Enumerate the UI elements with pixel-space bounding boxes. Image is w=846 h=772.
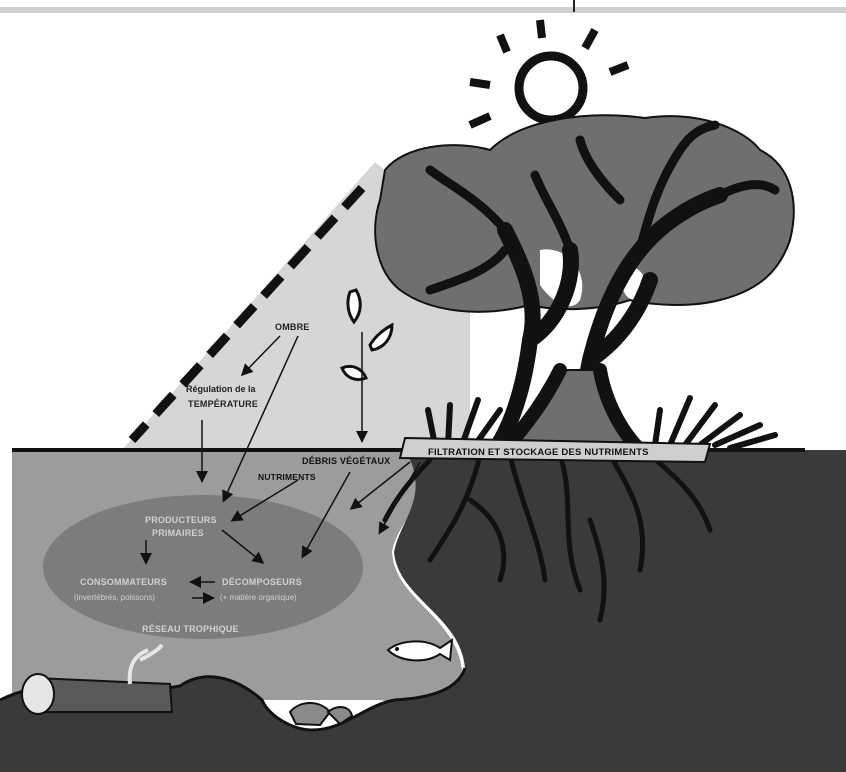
consumers-label-line1: CONSOMMATEURS bbox=[80, 577, 167, 587]
food-web-label: RÉSEAU TROPHIQUE bbox=[142, 624, 239, 634]
filtration-label: FILTRATION et STOCKAGE des nutriments bbox=[428, 447, 649, 458]
temperature-regulation-label-line2: TEMPÉRATURE bbox=[188, 399, 258, 409]
shade-label: OMBRE bbox=[275, 322, 310, 332]
primary-producers-label-line2: PRIMAIRES bbox=[152, 528, 204, 538]
primary-producers-label-line1: PRODUCTEURS bbox=[145, 515, 217, 525]
nutrients-label: NUTRIMENTS bbox=[258, 472, 316, 482]
rocks-icon bbox=[290, 703, 352, 725]
top-border bbox=[0, 0, 846, 12]
filtration-strip: FILTRATION et STOCKAGE des nutriments bbox=[400, 438, 710, 462]
decomposers-label-line2: (+ matière organique) bbox=[220, 593, 297, 602]
temperature-regulation-label-line1: Régulation de la bbox=[186, 384, 257, 394]
decomposers-label-line1: DÉCOMPOSEURS bbox=[222, 577, 302, 587]
consumers-label-line2: (invertébrés, poissons) bbox=[74, 593, 155, 602]
plant-debris-label: DÉBRIS VÉGÉTAUX bbox=[302, 456, 390, 466]
